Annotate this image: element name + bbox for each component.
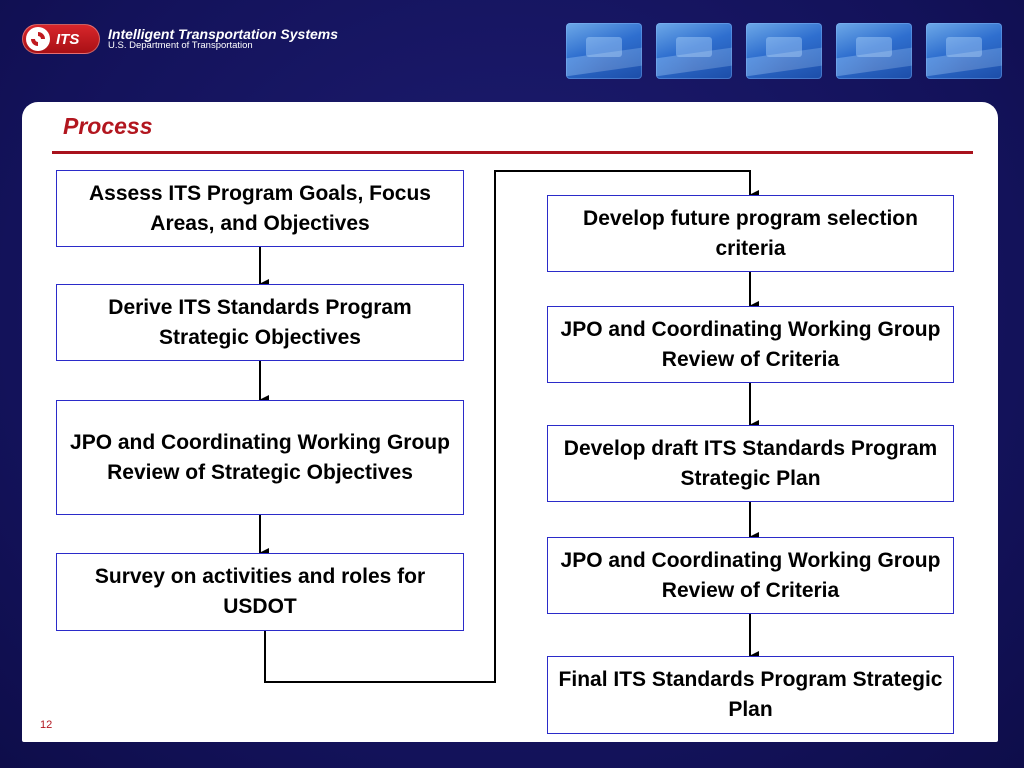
step-develop-criteria: Develop future program selection criteri…: [547, 195, 954, 272]
step-develop-draft-plan: Develop draft ITS Standards Program Stra…: [547, 425, 954, 502]
step-label: Final ITS Standards Program Strategic Pl…: [558, 668, 943, 721]
org-subtitle: U.S. Department of Transportation: [108, 40, 253, 52]
highway-motion-photo: [746, 23, 822, 79]
step-derive-objectives: Derive ITS Standards Program Strategic O…: [56, 284, 464, 361]
step-label: JPO and Coordinating Working Group Revie…: [560, 317, 941, 371]
step-review-criteria-1: JPO and Coordinating Working Group Revie…: [547, 306, 954, 383]
step-review-criteria-2: JPO and Coordinating Working Group Revie…: [547, 537, 954, 614]
its-swirl-icon: [26, 27, 50, 51]
bridge-photo: [836, 23, 912, 79]
step-label: Derive ITS Standards Program Strategic O…: [108, 295, 412, 349]
its-logo-badge: ITS: [22, 24, 100, 54]
logo-text: ITS: [56, 30, 80, 48]
step-label: Assess ITS Program Goals, Focus Areas, a…: [89, 181, 431, 235]
header-photo-strip: [566, 23, 1002, 79]
page-number: 12: [40, 719, 53, 731]
step-label: Develop draft ITS Standards Program Stra…: [563, 436, 938, 490]
its-logo: ITS Intelligent Transportation Systems U…: [22, 24, 338, 54]
step-label: JPO and Coordinating Working Group Revie…: [70, 430, 450, 484]
step-survey-usdot: Survey on activities and roles for USDOT: [56, 553, 464, 631]
truck-highway-photo: [926, 23, 1002, 79]
step-review-strategic-objectives: JPO and Coordinating Working Group Revie…: [56, 400, 464, 515]
slide-title: Process: [63, 113, 153, 139]
step-label: JPO and Coordinating Working Group Revie…: [560, 548, 941, 602]
step-label: Develop future program selection criteri…: [583, 206, 918, 260]
step-label: Survey on activities and roles for USDOT: [94, 565, 426, 618]
truck-photo: [656, 23, 732, 79]
step-assess-goals: Assess ITS Program Goals, Focus Areas, a…: [56, 170, 464, 247]
title-divider: [52, 151, 973, 154]
org-title: Intelligent Transportation Systems: [108, 25, 339, 42]
step-final-plan: Final ITS Standards Program Strategic Pl…: [547, 656, 954, 734]
org-name: Intelligent Transportation Systems U.S. …: [108, 25, 339, 52]
tunnel-traffic-photo: [566, 23, 642, 79]
